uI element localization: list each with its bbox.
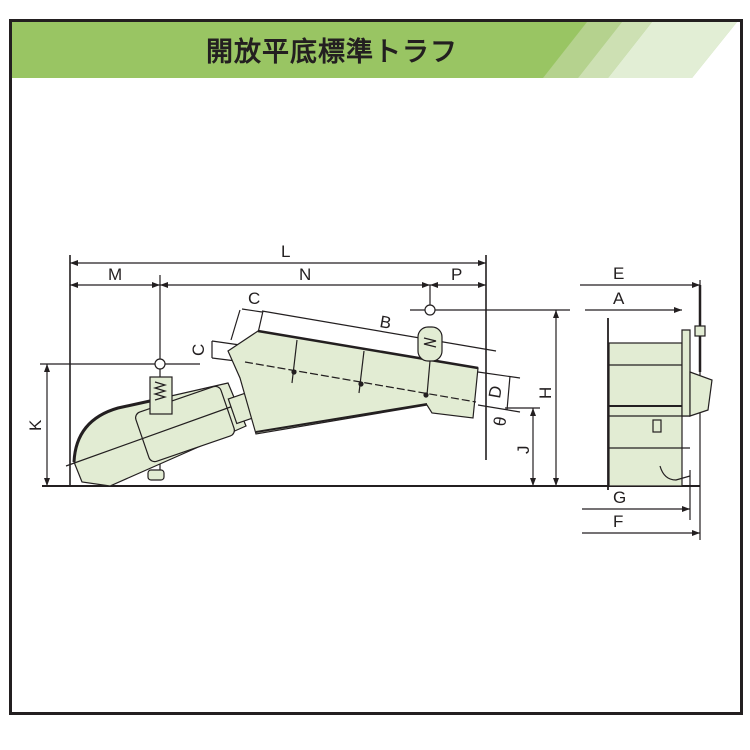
banner-background	[12, 22, 737, 78]
dim-line-D	[506, 375, 511, 411]
label-M: M	[108, 265, 122, 284]
label-H: H	[536, 387, 555, 399]
title-banner: 開放平底標準トラフ	[12, 22, 737, 78]
label-J: J	[514, 446, 533, 455]
label-D: D	[485, 384, 506, 399]
label-E: E	[613, 264, 624, 283]
trough-body	[227, 329, 479, 435]
label-L: L	[281, 242, 290, 261]
left-suspension-spring	[149, 358, 173, 415]
label-P: P	[451, 265, 462, 284]
diagram-frame	[9, 19, 743, 715]
label-C-left: C	[189, 344, 208, 356]
label-G: G	[613, 488, 626, 507]
label-A: A	[613, 289, 625, 308]
label-B: B	[378, 312, 392, 333]
label-F: F	[613, 512, 623, 531]
label-K: K	[26, 419, 45, 431]
label-N: N	[299, 265, 311, 284]
page-title: 開放平底標準トラフ	[206, 37, 458, 68]
dim-line-B	[261, 310, 497, 352]
label-C-top: C	[248, 289, 260, 308]
side-view	[608, 285, 713, 487]
label-theta: θ	[490, 415, 510, 428]
right-suspension-spring	[417, 304, 443, 396]
